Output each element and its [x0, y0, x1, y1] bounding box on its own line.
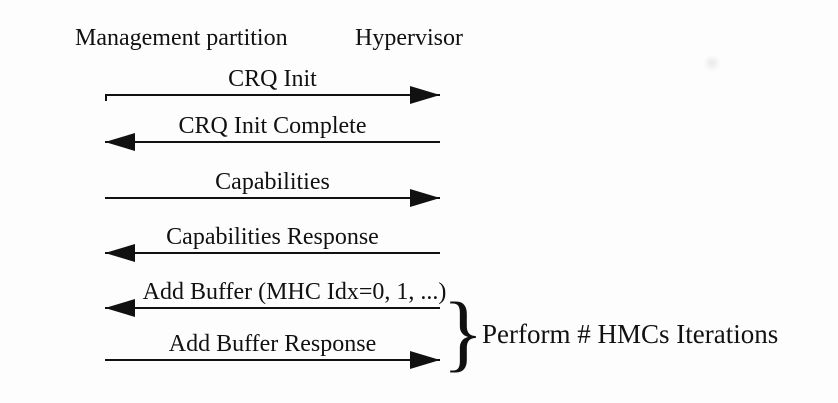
- message-line: [105, 141, 440, 143]
- message-label: Capabilities: [215, 169, 330, 195]
- iteration-annotation: Perform # HMCs Iterations: [482, 319, 779, 349]
- message-label: CRQ Init Complete: [178, 113, 367, 139]
- message-line: [105, 359, 440, 361]
- message-row: Capabilities: [105, 168, 440, 218]
- arrowhead-right-icon: [410, 189, 440, 207]
- message-label: CRQ Init: [228, 66, 317, 92]
- message-line: [105, 197, 440, 199]
- scan-artifact-dot: [703, 54, 721, 72]
- arrowhead-right-icon: [410, 86, 440, 104]
- arrowhead-left-icon: [105, 299, 135, 317]
- message-line: [105, 252, 440, 254]
- message-line: [105, 307, 440, 309]
- message-row: Add Buffer (MHC Idx=0, 1, ...): [105, 278, 446, 328]
- message-row: CRQ Init Complete: [105, 112, 440, 162]
- message-label: Add Buffer Response: [168, 331, 377, 357]
- message-line: [105, 94, 440, 96]
- participant-label-management-partition: Management partition: [75, 25, 288, 51]
- arrowhead-right-icon: [410, 351, 440, 369]
- arrowhead-left-icon: [105, 133, 135, 151]
- participant-label-hypervisor: Hypervisor: [355, 25, 463, 51]
- message-label: Capabilities Response: [166, 224, 379, 250]
- arrowhead-left-icon: [105, 244, 135, 262]
- message-row: Capabilities Response: [105, 223, 440, 273]
- message-row: CRQ Init: [105, 65, 440, 115]
- line-end-tick: [105, 94, 107, 101]
- message-row: Add Buffer Response: [105, 330, 440, 380]
- message-label: Add Buffer (MHC Idx=0, 1, ...): [142, 279, 447, 305]
- iteration-brace: }: [442, 284, 484, 380]
